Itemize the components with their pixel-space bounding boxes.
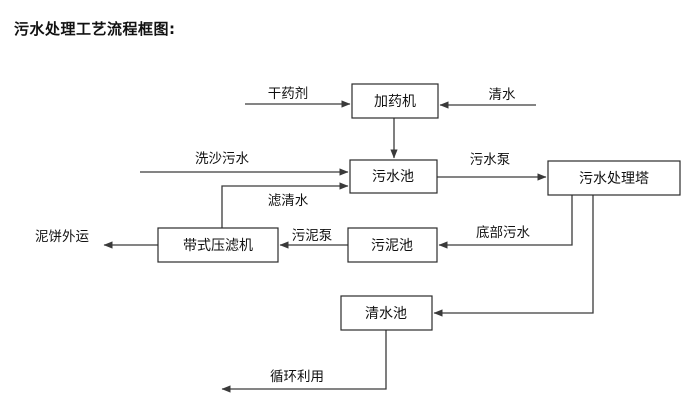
page-title: 污水处理工艺流程框图:	[14, 20, 176, 38]
node-box-belt-filter-press	[157, 227, 279, 263]
node-label-sludge-pool: 污泥池	[371, 238, 413, 254]
node-box-treatment-tower	[547, 160, 681, 196]
edge-label-recycle-reuse: 循环利用	[270, 369, 324, 385]
edge-label-filtered-clear-water: 滤清水	[268, 193, 309, 209]
node-box-sewage-pool	[349, 159, 438, 194]
node-label-sewage-pool: 污水池	[372, 169, 414, 185]
node-label-dosing-machine: 加药机	[374, 94, 416, 110]
node-label-belt-filter-press: 带式压滤机	[183, 238, 253, 254]
edge-belt-filter-press-to-sewage-pool	[221, 182, 349, 228]
edge-label-clean-water-in: 清水	[489, 87, 517, 103]
edge-label-mud-cake-out: 泥饼外运	[35, 229, 89, 245]
edge-label-bottom-sewage: 底部污水	[476, 225, 530, 241]
node-box-sludge-pool	[347, 227, 438, 263]
edge-label-sand-wash-sewage: 洗沙污水	[195, 151, 249, 167]
node-clear-water-pool[interactable]: 清水池	[340, 295, 433, 331]
node-box-clear-water-pool	[340, 295, 433, 331]
node-treatment-tower[interactable]: 污水处理塔	[547, 160, 681, 196]
node-belt-filter-press[interactable]: 带式压滤机	[157, 227, 279, 263]
node-dosing-machine[interactable]: 加药机	[351, 83, 439, 119]
edge-treatment-tower-to-sludge-pool	[438, 195, 573, 249]
edge-label-sewage-pump: 污水泵	[470, 152, 511, 168]
node-sewage-pool[interactable]: 污水池	[349, 159, 438, 194]
node-label-clear-water-pool: 清水池	[365, 306, 407, 322]
edge-clear-water-pool-to-recycle-reuse	[221, 330, 387, 393]
node-box-dosing-machine	[351, 83, 439, 119]
node-sludge-pool[interactable]: 污泥池	[347, 227, 438, 263]
edge-label-sludge-pump: 污泥泵	[292, 228, 333, 244]
node-label-treatment-tower: 污水处理塔	[579, 171, 649, 187]
edge-treatment-tower-to-clear-water-pool	[433, 195, 594, 317]
edge-label-dry-chemical: 干药剂	[268, 86, 309, 102]
